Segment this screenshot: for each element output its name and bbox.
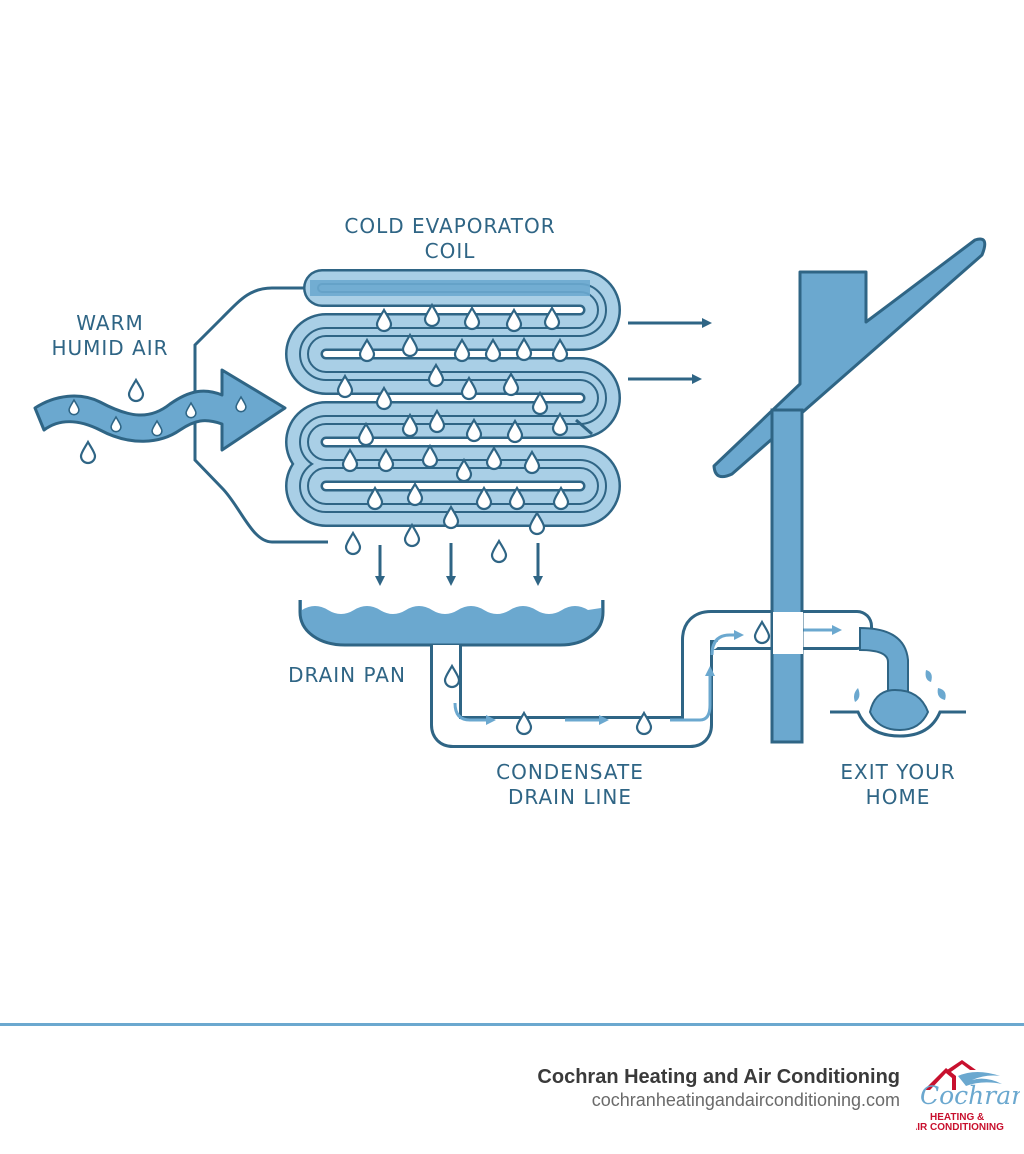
coil-label: COLD EVAPORATOR COIL bbox=[330, 214, 570, 264]
logo-script: Cochran bbox=[920, 1081, 1020, 1110]
warm-air-arrow bbox=[33, 368, 287, 465]
logo-line1: HEATING & bbox=[930, 1112, 984, 1123]
warm-air-label: WARM HUMID AIR bbox=[30, 311, 190, 361]
exit-home-label-line1: EXIT YOUR bbox=[840, 760, 956, 784]
evaporator-coil bbox=[285, 269, 621, 527]
exit-home-label: EXIT YOUR HOME bbox=[818, 760, 978, 810]
air-duct-outline bbox=[193, 286, 328, 544]
company-url[interactable]: cochranheatingandairconditioning.com bbox=[591, 1090, 900, 1110]
drain-pan-label-text: DRAIN PAN bbox=[288, 663, 406, 687]
warm-air-label-line1: WARM bbox=[76, 311, 144, 335]
coil-label-line2: COIL bbox=[424, 239, 476, 263]
drain-pan-label: DRAIN PAN bbox=[272, 663, 422, 688]
house-wall bbox=[712, 237, 987, 744]
outside-drain bbox=[830, 626, 966, 738]
warm-air-label-line2: HUMID AIR bbox=[51, 336, 169, 360]
cool-air-arrows bbox=[628, 318, 712, 384]
exit-home-label-line2: HOME bbox=[865, 785, 931, 809]
condensate-diagram bbox=[33, 237, 987, 748]
coil-label-line1: COLD EVAPORATOR bbox=[344, 214, 556, 238]
cochran-logo: Cochran HEATING & AIR CONDITIONING bbox=[916, 1060, 1020, 1133]
drain-line-label-line1: CONDENSATE bbox=[496, 760, 644, 784]
logo-line2: AIR CONDITIONING bbox=[916, 1122, 1004, 1133]
condensate-drain-line bbox=[430, 610, 873, 748]
drain-pan bbox=[298, 600, 605, 647]
company-name: Cochran Heating and Air Conditioning bbox=[537, 1066, 900, 1088]
falling-arrows bbox=[375, 543, 543, 586]
footer-divider bbox=[0, 1023, 1024, 1026]
drain-line-label: CONDENSATE DRAIN LINE bbox=[480, 760, 660, 810]
drain-line-label-line2: DRAIN LINE bbox=[507, 785, 633, 809]
